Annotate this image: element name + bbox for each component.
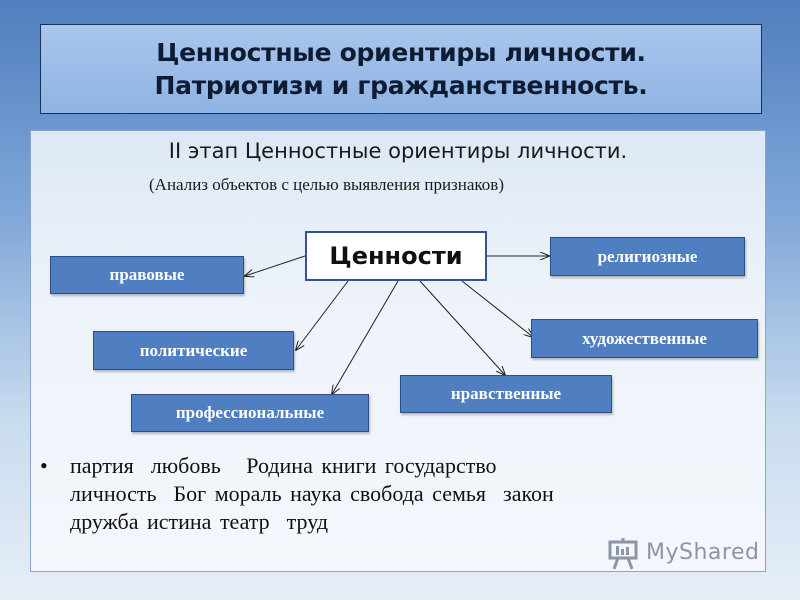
arrow-to-politicheskie (296, 280, 349, 350)
bullet-line-3: дружба истина театр труд (70, 509, 329, 534)
arrow-to-nravstvennye (419, 280, 505, 375)
bullet-line-1: партия любовь Родина книги государство (70, 453, 497, 478)
arrow-to-professionalnye (332, 280, 399, 394)
node-pravovye: правовые (50, 256, 244, 294)
bullet-marker: • (40, 453, 48, 478)
node-religioznye: религиозные (550, 237, 745, 276)
title-line-2: Патриотизм и гражданственность. (154, 71, 648, 100)
title-box: Ценностные ориентиры личности. Патриотиз… (40, 24, 762, 114)
node-professionalnye: профессиональные (131, 394, 369, 432)
arrow-to-khudozhestvennye (461, 280, 533, 337)
presentation-board-icon (608, 538, 638, 570)
title-line-1: Ценностные ориентиры личности. (156, 38, 646, 67)
bullet-text: партия любовь Родина книги государство л… (70, 452, 750, 536)
stage-heading: II этап Ценностные ориентиры личности. (168, 139, 628, 163)
logo: MyShared (606, 536, 766, 572)
bullet-line-2: личность Бог мораль наука свобода семья … (70, 481, 554, 506)
node-khudozhestvennye: художественные (531, 319, 758, 358)
center-node: Ценности (305, 231, 487, 281)
node-politicheskie: политические (93, 331, 294, 370)
subtitle: (Анализ объектов с целью выявления призн… (149, 175, 504, 194)
logo-text: MyShared (646, 540, 760, 565)
arrow-to-pravovye (245, 255, 306, 276)
node-nravstvennye: нравственные (400, 375, 612, 413)
